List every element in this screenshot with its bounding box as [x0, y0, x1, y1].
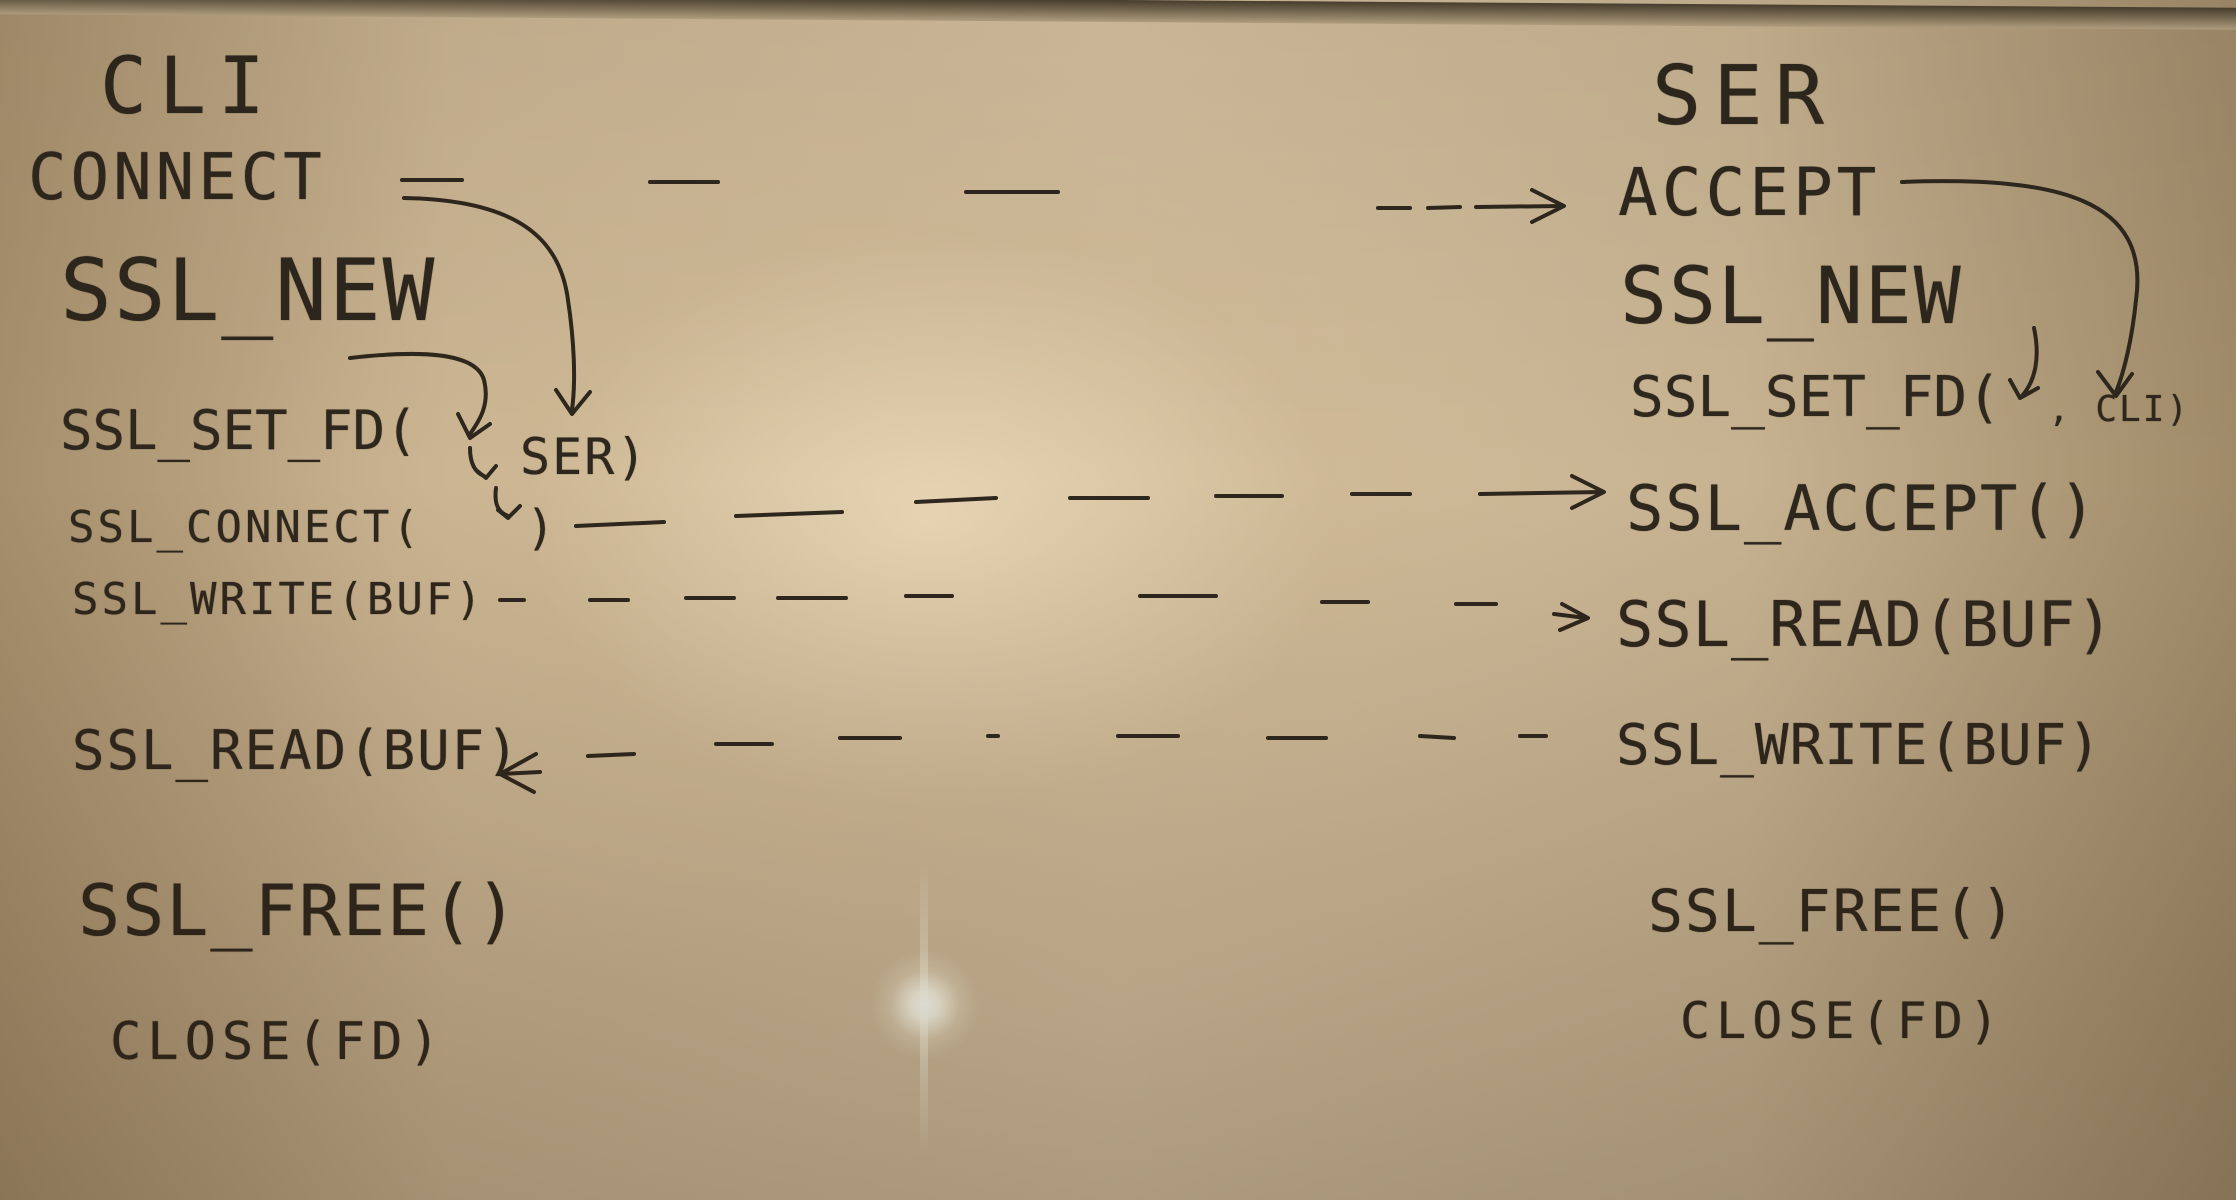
- arrow-ssl-write-to-ssl-read: [498, 594, 1590, 632]
- arrow-connect-inner: [493, 486, 522, 520]
- server-step-ssl-new: SSL_NEW: [1620, 252, 1963, 342]
- arrow-set-fd-inner: [468, 446, 498, 480]
- arrow-server-write-to-client-read: [498, 734, 1548, 794]
- client-step-ssl-write: SSL_WRITE(BUF): [72, 574, 485, 625]
- server-set-fd-arg: , CLI): [2048, 389, 2191, 430]
- server-step-ssl-write: SSL_WRITE(BUF): [1616, 713, 2103, 778]
- client-set-fd-arg: SER): [520, 428, 649, 486]
- server-step-ssl-set-fd: SSL_SET_FD(: [1630, 365, 2001, 430]
- client-step-close: CLOSE(FD): [110, 1012, 446, 1072]
- client-step-ssl-read: SSL_READ(BUF): [72, 719, 521, 782]
- light-reflection: [870, 950, 980, 1060]
- arrow-ssl-connect-to-ssl-accept: [574, 474, 1606, 528]
- client-step-connect: CONNECT: [28, 141, 326, 215]
- arrow-connect-to-accept: [400, 178, 1566, 224]
- client-step-ssl-set-fd: SSL_SET_FD(: [60, 399, 418, 462]
- arrow-connect-to-set-fd-ser: [402, 196, 592, 416]
- arrow-ssl-new-to-set-fd: [348, 351, 492, 440]
- client-step-ssl-connect: SSL_CONNECT(: [68, 502, 422, 553]
- client-step-ssl-free: SSL_FREE(): [78, 870, 520, 952]
- client-step-ssl-new: SSL_NEW: [60, 241, 437, 341]
- client-connect-close-paren: ): [526, 500, 561, 556]
- server-step-ssl-accept: SSL_ACCEPT(): [1626, 472, 2098, 545]
- server-step-ssl-read: SSL_READ(BUF): [1616, 588, 2115, 661]
- server-step-accept: ACCEPT: [1618, 154, 1881, 231]
- arrow-accept-to-set-fd-cli: [1900, 179, 2140, 398]
- arrow-server-ssl-new-to-set-fd: [2008, 326, 2040, 400]
- server-header: SER: [1652, 49, 1837, 144]
- server-step-ssl-free: SSL_FREE(): [1648, 877, 2018, 945]
- server-step-close: CLOSE(FD): [1680, 992, 2005, 1050]
- client-header: CLI: [100, 42, 277, 132]
